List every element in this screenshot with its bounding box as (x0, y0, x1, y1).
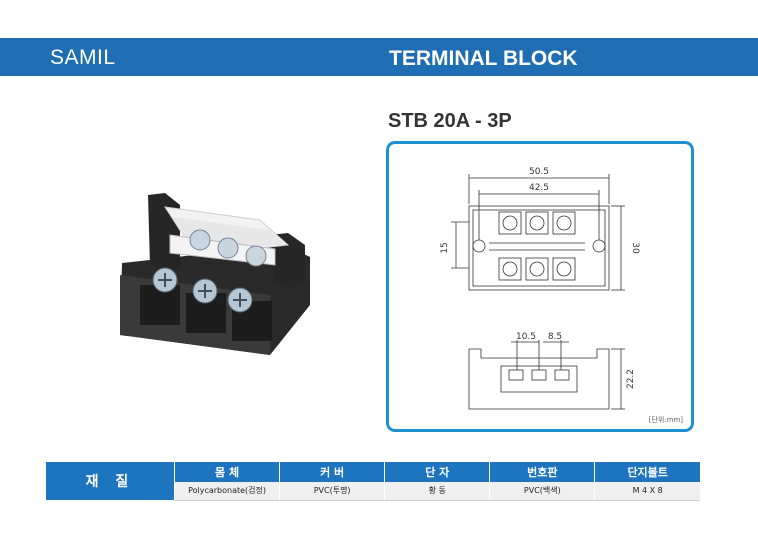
dim-side-height: 22.2 (626, 369, 636, 389)
material-value-marker: PVC(백색) (489, 481, 595, 501)
dim-pitch-b: 8.5 (548, 332, 562, 342)
dim-mount-height: 15 (440, 242, 450, 253)
material-header-bolt: 단지볼트 (594, 462, 700, 482)
material-row-label: 재 질 (46, 462, 175, 500)
material-header-terminal: 단 자 (384, 462, 490, 482)
unit-note: [단위:mm] (648, 416, 683, 424)
dim-pitch-span: 42.5 (529, 183, 549, 193)
brand-name: SAMIL (50, 46, 116, 69)
material-value-body: Polycarbonate(검정) (173, 481, 280, 501)
page-title: TERMINAL BLOCK (389, 47, 578, 70)
dim-total-height: 30 (630, 242, 640, 254)
dim-pitch-a: 10.5 (516, 332, 536, 342)
product-photo (120, 193, 310, 355)
material-table: 재 질 몸 체 커 버 단 자 번호판 단지볼트 Polycarbonate(검… (46, 462, 700, 501)
model-number: STB 20A - 3P (388, 110, 512, 132)
dimension-drawing-frame: 50.5 42.5 15 30 10.5 8.5 22.2 [단위:mm] (386, 141, 694, 432)
material-header-body: 몸 체 (173, 462, 280, 482)
material-value-cover: PVC(투명) (279, 481, 385, 501)
dimension-drawing: 50.5 42.5 15 30 10.5 8.5 22.2 (440, 167, 640, 410)
dim-overall-width: 50.5 (529, 167, 549, 177)
material-header-marker: 번호판 (489, 462, 595, 482)
material-header-cover: 커 버 (279, 462, 385, 482)
material-value-bolt: M 4 X 8 (594, 481, 700, 501)
material-value-terminal: 황 동 (384, 481, 490, 501)
header-bar: SAMIL TERMINAL BLOCK (0, 38, 758, 76)
